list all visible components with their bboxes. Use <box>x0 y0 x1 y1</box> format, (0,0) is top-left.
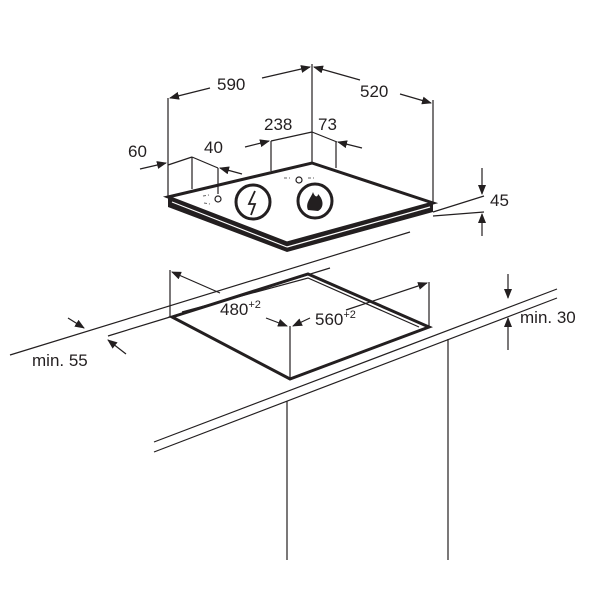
left-offset-label: 60 <box>128 142 147 161</box>
cutout <box>67 270 512 381</box>
min-worktop-thickness-label: min. 30 <box>520 308 576 327</box>
cutout-width-label: 560+2 <box>315 309 356 329</box>
burner-offset-label: 238 <box>264 115 292 134</box>
control-knob <box>295 176 303 184</box>
rear-offset-label: 73 <box>318 115 337 134</box>
hob-height-label: 45 <box>490 191 509 210</box>
hob-width-label: 590 <box>217 75 245 94</box>
hob <box>162 161 439 252</box>
front-offset-label: 40 <box>204 138 223 157</box>
control-knob <box>214 195 222 203</box>
hob-depth-label: 520 <box>360 82 388 101</box>
electric-zone-icon <box>234 183 272 221</box>
cutout-depth-label: 480+2 <box>220 299 261 319</box>
min-back-distance-label: min. 55 <box>32 351 88 370</box>
gas-flame-icon <box>296 182 334 220</box>
hob-dimension-lines <box>139 64 486 236</box>
worktop <box>9 231 558 560</box>
